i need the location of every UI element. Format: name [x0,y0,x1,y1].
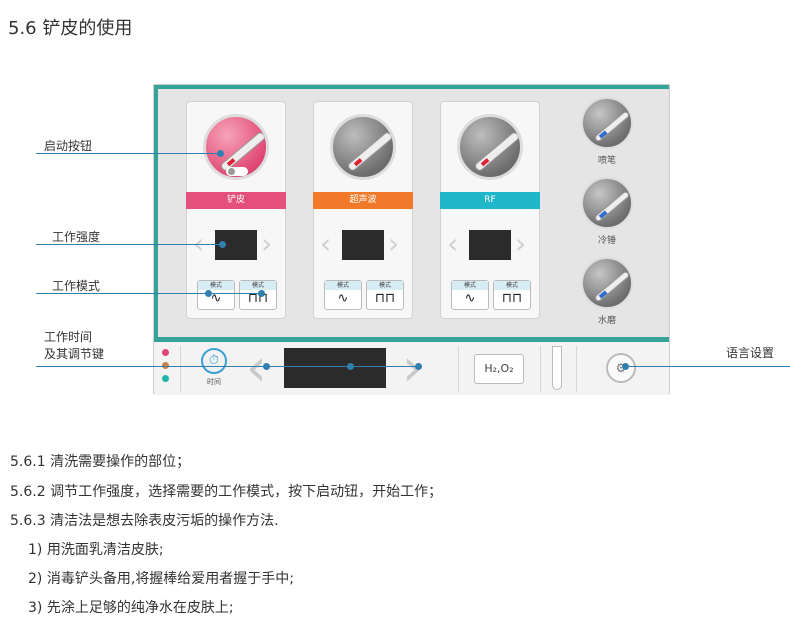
callout-line [626,366,790,367]
panel-left-bar [154,85,158,337]
bottom-control-strip: ⏱ 时间 ‹ › H₂,O₂ ⚙ [154,338,669,398]
paragraph: 5.6.1 清洗需要操作的部位； [10,454,191,470]
callout-dot [217,150,224,157]
step-item: 3) 先涂上足够的纯净水在皮肤上; [28,600,234,616]
side-tool-label: 冷锤 [597,236,616,246]
ultrasonic-start-button[interactable] [330,114,396,180]
mode-label: 模式 [494,281,530,290]
intensity-display [342,230,384,260]
device-control-panel: 铲皮 ‹ › 模式 ∿ 模式 ⊓⊓ 超声波 ‹ › 模式 ∿ 模式 ⊓⊓ [153,84,670,398]
function-card-ultrasonic: 超声波 ‹ › 模式 ∿ 模式 ⊓⊓ [313,101,413,319]
callout-line [36,244,222,245]
increase-intensity-button[interactable]: › [515,227,527,260]
callout-line [36,293,262,294]
function-label: 铲皮 [186,192,286,209]
timer-icon: ⏱ [201,348,227,374]
divider [540,346,541,392]
step-item: 1) 用洗面乳清洁皮肤; [28,542,164,558]
increase-intensity-button[interactable]: › [388,227,400,260]
paragraph: 5.6.2 调节工作强度，选择需要的工作模式，按下启动钮，开始工作； [10,484,443,500]
sine-wave-icon: ∿ [464,291,476,306]
sine-wave-icon: ∿ [210,291,222,306]
cold-hammer-button[interactable] [581,177,633,229]
sine-wave-icon: ∿ [337,291,349,306]
decrease-intensity-button[interactable]: ‹ [320,227,332,260]
increase-time-button[interactable]: › [402,338,423,398]
rf-tool-icon [473,130,520,173]
callout-dot [622,363,629,370]
callout-dot [205,290,212,297]
callout-dot [263,363,270,370]
mode-square-button[interactable]: 模式 ⊓⊓ [366,280,404,310]
callout-intensity: 工作强度 [52,230,101,244]
mode-label: 模式 [198,281,234,290]
mode-sine-button[interactable]: 模式 ∿ [324,280,362,310]
callout-dot [219,241,226,248]
water-grind-button[interactable] [581,257,633,309]
callout-time-line2: 及其调节键 [44,347,105,361]
callout-dot [258,290,265,297]
callout-dot [347,363,354,370]
paragraph: 5.6.3 清洁法是想去除表皮污垢的操作方法. [10,513,279,529]
rf-start-button[interactable] [457,114,523,180]
mode-sine-button[interactable]: 模式 ∿ [197,280,235,310]
intensity-display [469,230,511,260]
language-settings-button[interactable]: ⚙ [606,353,636,383]
mode-sine-button[interactable]: 模式 ∿ [451,280,489,310]
timer-label: 时间 [207,378,221,386]
section-heading: 5.6 铲皮的使用 [8,18,133,39]
decrease-intensity-button[interactable]: ‹ [193,229,204,259]
spray-pen-icon [593,110,631,143]
function-label: RF [440,192,540,209]
decrease-time-button[interactable]: ‹ [246,338,267,398]
side-tool-label: 水磨 [597,316,616,326]
status-dot [162,375,169,382]
callout-start-button: 启动按钮 [44,139,93,153]
start-button[interactable] [203,114,269,180]
mode-label: 模式 [325,281,361,290]
divider [576,346,577,392]
toggle-icon [226,167,248,176]
divider [180,346,181,392]
divider [458,346,459,392]
water-grind-icon [593,270,631,303]
status-dot [162,349,169,356]
callout-time-line1: 工作时间 [44,330,93,344]
function-card-scrubber: 铲皮 ‹ › 模式 ∿ 模式 ⊓⊓ [186,101,286,319]
time-display [284,348,386,388]
step-item: 2) 消毒铲头备用,将握棒给爱用者握于手中; [28,571,294,587]
increase-intensity-button[interactable]: › [261,227,273,260]
side-tool-label: 喷笔 [597,156,616,166]
callout-language: 语言设置 [726,346,775,360]
square-wave-icon: ⊓⊓ [374,291,396,306]
cold-hammer-icon [593,190,631,223]
mode-label: 模式 [452,281,488,290]
function-label: 超声波 [313,192,413,209]
function-card-rf: RF ‹ › 模式 ∿ 模式 ⊓⊓ [440,101,540,319]
status-dot [162,362,169,369]
ultrasonic-tool-icon [346,130,393,173]
callout-line [36,366,420,367]
panel-top-bar [154,85,669,89]
mode-label: 模式 [367,281,403,290]
square-wave-icon: ⊓⊓ [501,291,523,306]
callout-mode: 工作模式 [52,279,101,293]
test-tube-icon [552,346,562,390]
callout-line [36,153,220,154]
panel-bottom-bar [154,337,669,342]
callout-dot [415,363,422,370]
mode-label: 模式 [240,281,276,290]
spray-pen-button[interactable] [581,97,633,149]
decrease-intensity-button[interactable]: ‹ [447,227,459,260]
mode-square-button[interactable]: 模式 ⊓⊓ [493,280,531,310]
h2o2-button[interactable]: H₂,O₂ [474,354,524,384]
